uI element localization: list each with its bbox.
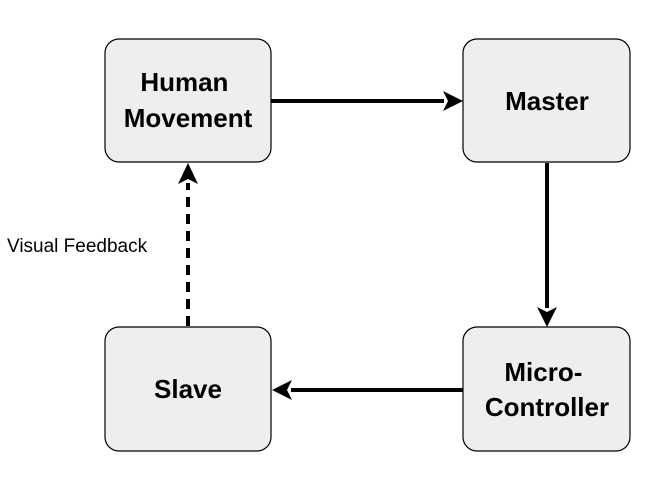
node-box — [462, 38, 631, 163]
edge-micro-controller-to-slave — [272, 380, 463, 400]
node-label-line: Slave — [154, 374, 222, 404]
arrow-head-icon — [178, 163, 198, 184]
node-label-line: Micro- — [504, 357, 582, 387]
node-human-movement: Human Movement — [104, 38, 272, 163]
node-label: Master — [505, 86, 589, 116]
node-box — [104, 38, 272, 163]
arrow-head-icon — [537, 307, 557, 327]
node-slave: Slave — [104, 326, 272, 452]
node-box — [462, 326, 631, 452]
node-label: Slave — [154, 374, 222, 404]
node-box — [104, 326, 272, 452]
node-label-line: Movement — [124, 103, 253, 133]
node-master: Master — [462, 38, 631, 163]
node-label-line: Human — [140, 67, 228, 97]
node-label: Micro- Controller — [485, 357, 609, 422]
node-micro-controller: Micro- Controller — [462, 326, 631, 452]
edge-master-to-micro-controller — [537, 163, 557, 327]
edge-slave-to-human-movement: Visual Feedback — [7, 163, 198, 326]
node-label-line: Controller — [485, 392, 609, 422]
node-label: Human Movement — [124, 67, 253, 133]
arrow-head-icon — [443, 91, 463, 111]
arrow-head-icon — [272, 380, 292, 400]
edge-human-movement-to-master — [271, 91, 463, 111]
visual-feedback-label: Visual Feedback — [7, 236, 148, 257]
node-label-line: Master — [505, 86, 589, 116]
